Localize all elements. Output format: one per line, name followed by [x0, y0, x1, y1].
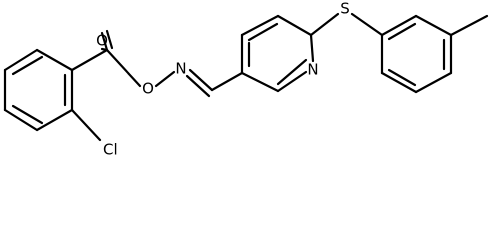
bond-4 — [3, 108, 39, 132]
bond-35 — [387, 22, 417, 41]
bond-11 — [100, 31, 109, 52]
bond-32 — [414, 71, 453, 94]
bond-24 — [247, 22, 279, 42]
bond-28 — [350, 12, 384, 37]
bond-16 — [185, 74, 211, 98]
bond-38 — [449, 14, 489, 37]
bond-33 — [380, 71, 418, 94]
atom-label-carbonyl-oxygen: O — [96, 32, 108, 50]
atom-labels: O O N N S Cl — [96, 0, 350, 158]
bond-5 — [35, 108, 74, 132]
bond-9 — [70, 48, 109, 72]
chemical-structure-diagram: O O N N S Cl — [3, 0, 489, 158]
atom-label-oxime-nitrogen: N — [175, 60, 186, 78]
bond-23 — [240, 71, 280, 93]
bond-21 — [309, 33, 315, 63]
atom-label-chlorine: Cl — [103, 141, 118, 159]
atom-label-ester-oxygen: O — [142, 80, 154, 98]
bond-15 — [188, 68, 214, 92]
bond-12 — [105, 29, 114, 50]
bond-39 — [70, 108, 102, 142]
bond-27 — [309, 12, 340, 37]
bond-19 — [240, 14, 280, 37]
bond-17 — [210, 71, 244, 92]
bond-13 — [105, 48, 142, 88]
bond-30 — [414, 14, 453, 37]
atom-label-sulfur: S — [340, 0, 350, 18]
bond-25 — [276, 58, 308, 86]
bond-22 — [276, 70, 308, 93]
bond-14 — [154, 70, 176, 88]
bond-29 — [380, 14, 418, 37]
bond-8 — [11, 104, 44, 125]
bond-0 — [35, 48, 74, 72]
bond-37 — [387, 68, 417, 87]
bond-6 — [11, 55, 44, 76]
bond-2 — [3, 48, 39, 72]
bond-20 — [276, 14, 313, 37]
atom-label-pyridine-nitrogen: N — [307, 61, 318, 79]
bonds — [3, 12, 489, 142]
